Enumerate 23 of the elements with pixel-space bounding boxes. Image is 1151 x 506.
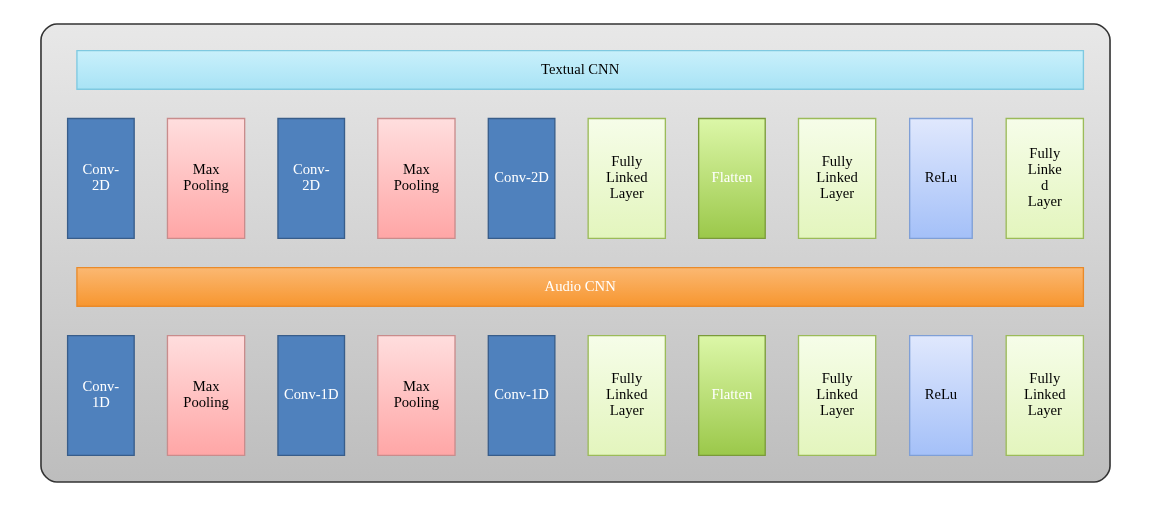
node-box: Flatten [698, 117, 766, 240]
node-box: ReLu [909, 334, 973, 457]
node-box: Conv-1D [487, 334, 556, 457]
node-box: Conv- 1D [66, 334, 135, 457]
node-box: Fully Linked Layer [1005, 334, 1085, 457]
node-box: Conv- 2D [66, 117, 135, 240]
node-box: Textual CNN [76, 49, 1085, 90]
node-box: Max Pooling [166, 334, 246, 457]
node-box: Fully Linked Layer [797, 334, 877, 457]
node-box: Conv-2D [487, 117, 556, 240]
cluster [40, 23, 1111, 483]
node-box: Conv-1D [277, 334, 346, 457]
node-box: ReLu [909, 117, 973, 240]
node-box: Fully Linked Layer [797, 117, 877, 240]
node-box: Fully Linke d Layer [1005, 117, 1085, 240]
node-box: Flatten [698, 334, 766, 457]
node-box: Max Pooling [377, 334, 456, 457]
node-box: Fully Linked Layer [587, 334, 667, 457]
node-box: Audio CNN [76, 266, 1085, 307]
node-box: Fully Linked Layer [587, 117, 667, 240]
node-box: Conv- 2D [277, 117, 346, 240]
node-box: Max Pooling [377, 117, 456, 240]
node-box: Max Pooling [166, 117, 246, 240]
